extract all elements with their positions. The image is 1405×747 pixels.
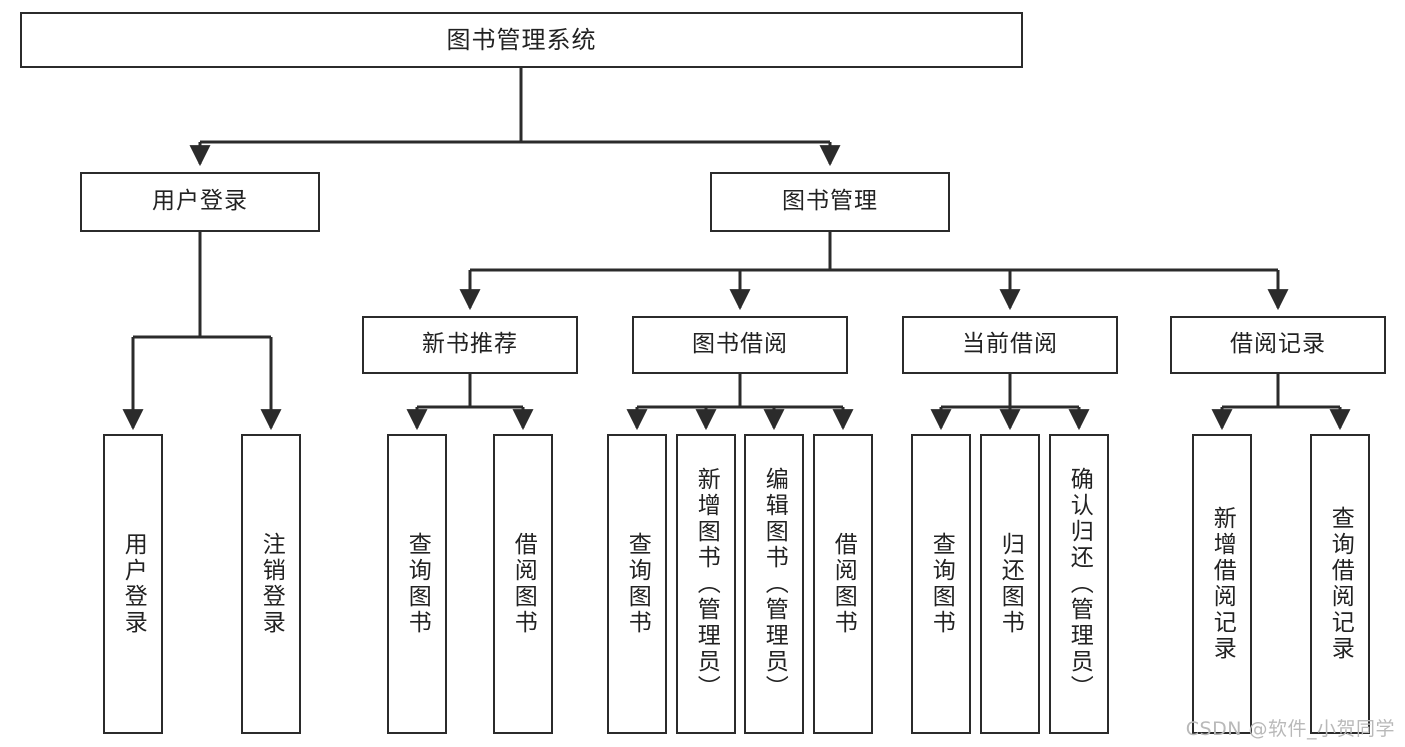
node-label: 借阅图书 [510,532,537,636]
node-label: 图书管理系统 [446,25,597,54]
node-label: 新书推荐 [422,331,518,358]
leaf-user-login-signout[interactable]: 注销登录 [241,434,301,734]
node-label: 图书管理 [782,188,878,215]
node-label: 查询图书 [928,532,955,636]
node-label: 查询借阅记录 [1327,506,1354,662]
node-label: 查询图书 [404,532,431,636]
csdn-watermark: CSDN @软件_小贺同学 [1185,718,1395,740]
leaf-book-borrow-edit-book-admin[interactable]: 编辑图书（管理员） [744,434,804,734]
node-label: 图书借阅 [692,331,788,358]
node-borrow-record[interactable]: 借阅记录 [1170,316,1386,374]
leaf-book-borrow-add-book-admin[interactable]: 新增图书（管理员） [676,434,736,734]
node-book-management[interactable]: 图书管理 [710,172,950,232]
node-label: 用户登录 [152,188,248,215]
node-label: 确认归还（管理员） [1066,467,1093,701]
node-user-login[interactable]: 用户登录 [80,172,320,232]
node-new-book-recommend[interactable]: 新书推荐 [362,316,578,374]
node-label: 借阅图书 [830,532,857,636]
leaf-borrow-record-add-record[interactable]: 新增借阅记录 [1192,434,1252,734]
node-label: 编辑图书（管理员） [761,467,788,701]
node-label: 当前借阅 [962,331,1058,358]
node-label: 注销登录 [258,532,285,636]
node-label: 新增借阅记录 [1209,506,1236,662]
node-current-borrow[interactable]: 当前借阅 [902,316,1118,374]
node-book-borrow[interactable]: 图书借阅 [632,316,848,374]
leaf-borrow-record-query-record[interactable]: 查询借阅记录 [1310,434,1370,734]
leaf-current-borrow-confirm-return-admin[interactable]: 确认归还（管理员） [1049,434,1109,734]
leaf-new-book-borrow-book[interactable]: 借阅图书 [493,434,553,734]
node-label: 归还图书 [997,532,1024,636]
leaf-new-book-query-book[interactable]: 查询图书 [387,434,447,734]
node-label: 查询图书 [624,532,651,636]
node-label: 借阅记录 [1230,331,1326,358]
leaf-current-borrow-query-book[interactable]: 查询图书 [911,434,971,734]
leaf-book-borrow-query-book[interactable]: 查询图书 [607,434,667,734]
node-root-book-management-system[interactable]: 图书管理系统 [20,12,1023,68]
leaf-current-borrow-return-book[interactable]: 归还图书 [980,434,1040,734]
leaf-user-login-signin[interactable]: 用户登录 [103,434,163,734]
leaf-book-borrow-borrow-book[interactable]: 借阅图书 [813,434,873,734]
node-label: 新增图书（管理员） [693,467,720,701]
node-label: 用户登录 [120,532,147,636]
